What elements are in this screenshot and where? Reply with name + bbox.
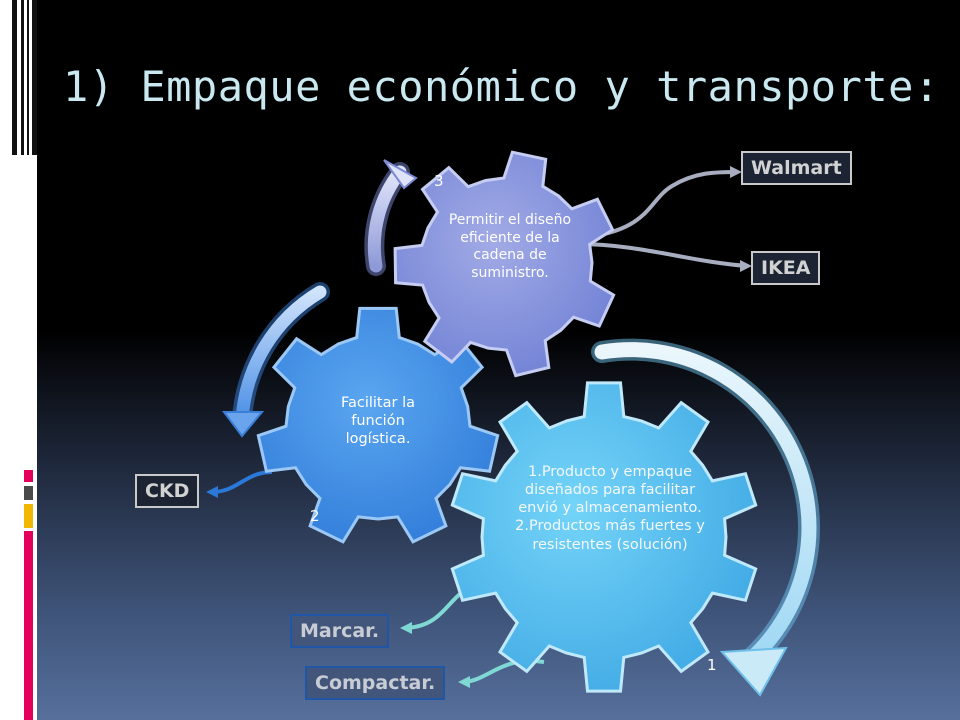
accent-tab-yellow <box>24 504 33 528</box>
tag-ckd: CKD <box>135 474 200 508</box>
accent-tab-gray <box>24 486 33 500</box>
connector-gear2-ckd <box>211 470 273 494</box>
arrowhead-ckd <box>206 486 218 498</box>
tag-ikea: IKEA <box>751 251 821 285</box>
arrow-arc-top <box>364 159 418 276</box>
gear-2-label: Facilitar la función logística. <box>340 395 415 448</box>
gear-3-label: Permitir el diseño eficiente de la caden… <box>448 212 572 281</box>
tag-walmart: Walmart <box>741 151 852 185</box>
tag-compactar: Compactar. <box>305 666 446 700</box>
arrowhead-marcar <box>400 622 412 634</box>
connector-gear3-ikea <box>577 242 749 268</box>
connector-gear3-walmart <box>577 170 739 240</box>
arrowhead-walmart <box>730 166 742 178</box>
arrowhead-ikea <box>740 260 752 272</box>
gear-1-number: 1 <box>707 656 717 674</box>
accent-tab-magenta <box>24 470 33 482</box>
arrow-arc-left <box>222 282 330 438</box>
frame-lines <box>12 0 38 155</box>
arrow-arc-right <box>591 338 820 697</box>
tag-marcar: Marcar. <box>290 614 390 648</box>
gear-2 <box>256 306 500 544</box>
accent-bar-magenta <box>24 531 33 720</box>
gear-3 <box>393 150 616 378</box>
gear-1-label: 1.Producto y empaque diseñados para faci… <box>515 464 705 553</box>
gear-3-number: 3 <box>434 172 444 190</box>
arrowhead-compactar <box>458 676 470 688</box>
gear-1 <box>450 381 758 693</box>
gear-2-number: 2 <box>310 507 320 525</box>
slide-title: 1) Empaque económico y transporte: <box>63 62 940 111</box>
